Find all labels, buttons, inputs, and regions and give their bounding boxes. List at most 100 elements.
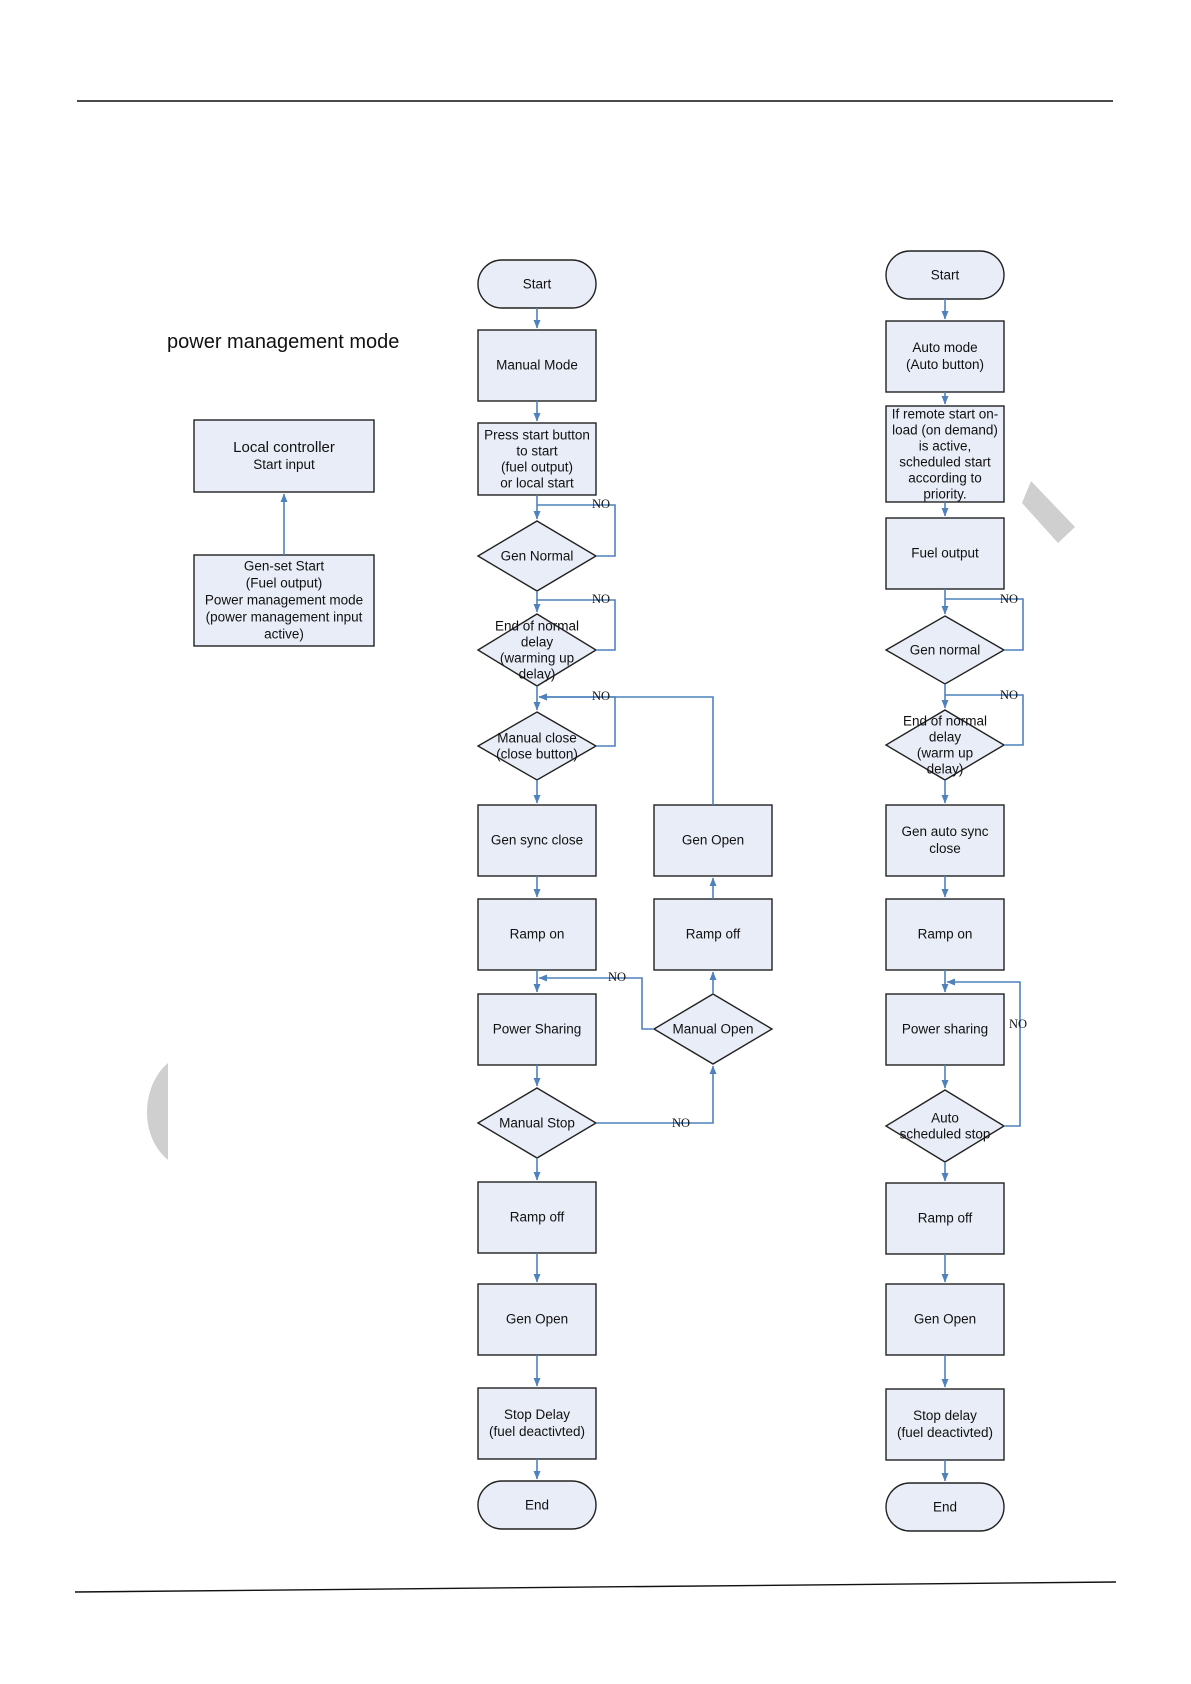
gen-sync-close-text-line-1: Gen sync close [491,833,583,848]
auto-end-text-line-1: End [933,1500,957,1515]
auto-power-sharing-text-line-1: Power sharing [902,1022,988,1037]
m-no-label-1: NO [592,497,610,511]
manual-ramp-on-label: Ramp on [510,927,565,942]
a-loop-end-normal [945,694,1024,746]
manual-end-label: End [525,1498,549,1513]
press-start-text-line-1: Press start button [484,428,590,443]
m-loop-gen-normal [537,504,616,557]
local-controller-box [193,419,375,493]
scan-mark-right [1022,481,1075,543]
auto-stop-delay-text-line-1: Stop delay [913,1408,977,1423]
auto-mode-text-line-2: (Auto button) [906,357,984,372]
scan-mark-left [146,1063,168,1160]
gen-set-start-text-line-2: (Fuel output) [246,576,323,591]
remote-start-text-line-1: If remote start on- [892,407,999,422]
manual-stop-delay-box [477,1387,597,1460]
auto-stop-delay-box [885,1388,1005,1461]
auto-mode-box [885,320,1005,393]
manual-end-text-line-1: End [525,1498,549,1513]
remote-start-label: If remote start on-load (on demand)is ac… [892,407,999,502]
auto-gen-open-box [885,1283,1005,1356]
m-loop-manual-open [538,974,654,1030]
manual-stop-delay-text-line-1: Stop Delay [504,1407,570,1422]
end-normal-text-line-4: delay) [519,667,556,682]
gen-set-start-text-line-5: active) [264,627,304,642]
auto-gen-normal-label: Gen normal [910,643,981,658]
auto-ramp-off-label: Ramp off [918,1211,973,1226]
manual-ramp-off-label: Ramp off [510,1210,565,1225]
auto-end-normal-text-line-2: delay [929,730,962,745]
manual-ramp-on-text-line-1: Ramp on [510,927,565,942]
branch-ramp-off-box [653,898,773,971]
manual-open-text-line-1: Manual Open [672,1022,753,1037]
manual-stop-text-line-1: Manual Stop [499,1116,575,1131]
auto-ramp-off-text-line-1: Ramp off [918,1211,973,1226]
end-normal-text-line-2: delay [521,635,554,650]
manual-open-label: Manual Open [672,1022,753,1037]
fuel-output-box [885,517,1005,590]
auto-gen-open-label: Gen Open [914,1312,976,1327]
auto-end-normal-text-line-3: (warm up [917,746,973,761]
auto-start-label: Start [931,268,960,283]
auto-mode-label: Auto mode (Auto button) [906,340,984,372]
manual-mode-label: Manual Mode [496,358,578,373]
a-loop-scheduled-stop [946,978,1021,1127]
gen-sync-close-label: Gen sync close [491,833,583,848]
manual-start-text-line-1: Start [523,277,552,292]
branch-gen-open-text-line-1: Gen Open [682,833,744,848]
manual-power-sharing-box [477,993,597,1066]
auto-stop-delay-label: Stop delay (fuel deactivted) [897,1408,993,1440]
local-controller-text-line-1: Local controller [233,439,335,456]
auto-power-sharing-label: Power sharing [902,1022,988,1037]
auto-end-normal-text-line-1: End of normal [903,714,987,729]
fuel-output-label: Fuel output [911,546,979,561]
manual-stop-delay-text-line-2: (fuel deactivted) [489,1424,585,1439]
scheduled-stop-text-line-1: Auto [931,1111,959,1126]
m-no-label-3: NO [592,689,610,703]
branch-ramp-off-text-line-1: Ramp off [686,927,741,942]
auto-sync-close-box [885,804,1005,877]
manual-gen-open-box [477,1283,597,1356]
manual-end-terminal [477,1480,597,1530]
gen-sync-close-box [477,804,597,877]
m-conn-manual-stop-no [596,1065,717,1124]
auto-end-label: End [933,1500,957,1515]
auto-sync-close-text-line-2: close [929,841,961,856]
remote-start-text-line-4: scheduled start [899,455,991,470]
a-no-label-2: NO [1000,688,1018,702]
footer-rule [74,1581,1117,1593]
auto-start-text-line-1: Start [931,268,960,283]
press-start-box [477,422,597,496]
remote-start-text-line-5: according to [908,471,982,486]
remote-start-box [885,405,1005,503]
auto-stop-delay-text-line-2: (fuel deactivted) [897,1425,993,1440]
gen-normal-label: Gen Normal [501,549,574,564]
m-no-label-5: NO [672,1116,690,1130]
auto-end-normal-text-line-4: delay) [927,762,964,777]
auto-ramp-on-label: Ramp on [918,927,973,942]
a-no-label-3: NO [1009,1017,1027,1031]
manual-start-label: Start [523,277,552,292]
a-loop-gen-normal [945,598,1024,651]
manual-close-text-line-2: (close button) [496,747,578,762]
auto-ramp-on-text-line-1: Ramp on [918,927,973,942]
branch-ramp-off-label: Ramp off [686,927,741,942]
manual-open-decision [652,993,774,1065]
gen-set-start-text-line-4: (power management input [206,610,363,625]
remote-start-text-line-2: load (on demand) [892,423,998,438]
auto-mode-text-line-1: Auto mode [912,340,977,355]
m-no-label-4: NO [608,970,626,984]
manual-mode-text-line-1: Manual Mode [496,358,578,373]
manual-ramp-on-box [477,898,597,971]
auto-ramp-off-box [885,1182,1005,1255]
manual-power-sharing-label: Power Sharing [493,1022,582,1037]
manual-stop-label: Manual Stop [499,1116,575,1131]
manual-gen-open-text-line-1: Gen Open [506,1312,568,1327]
m-loop-end-normal [537,599,616,651]
